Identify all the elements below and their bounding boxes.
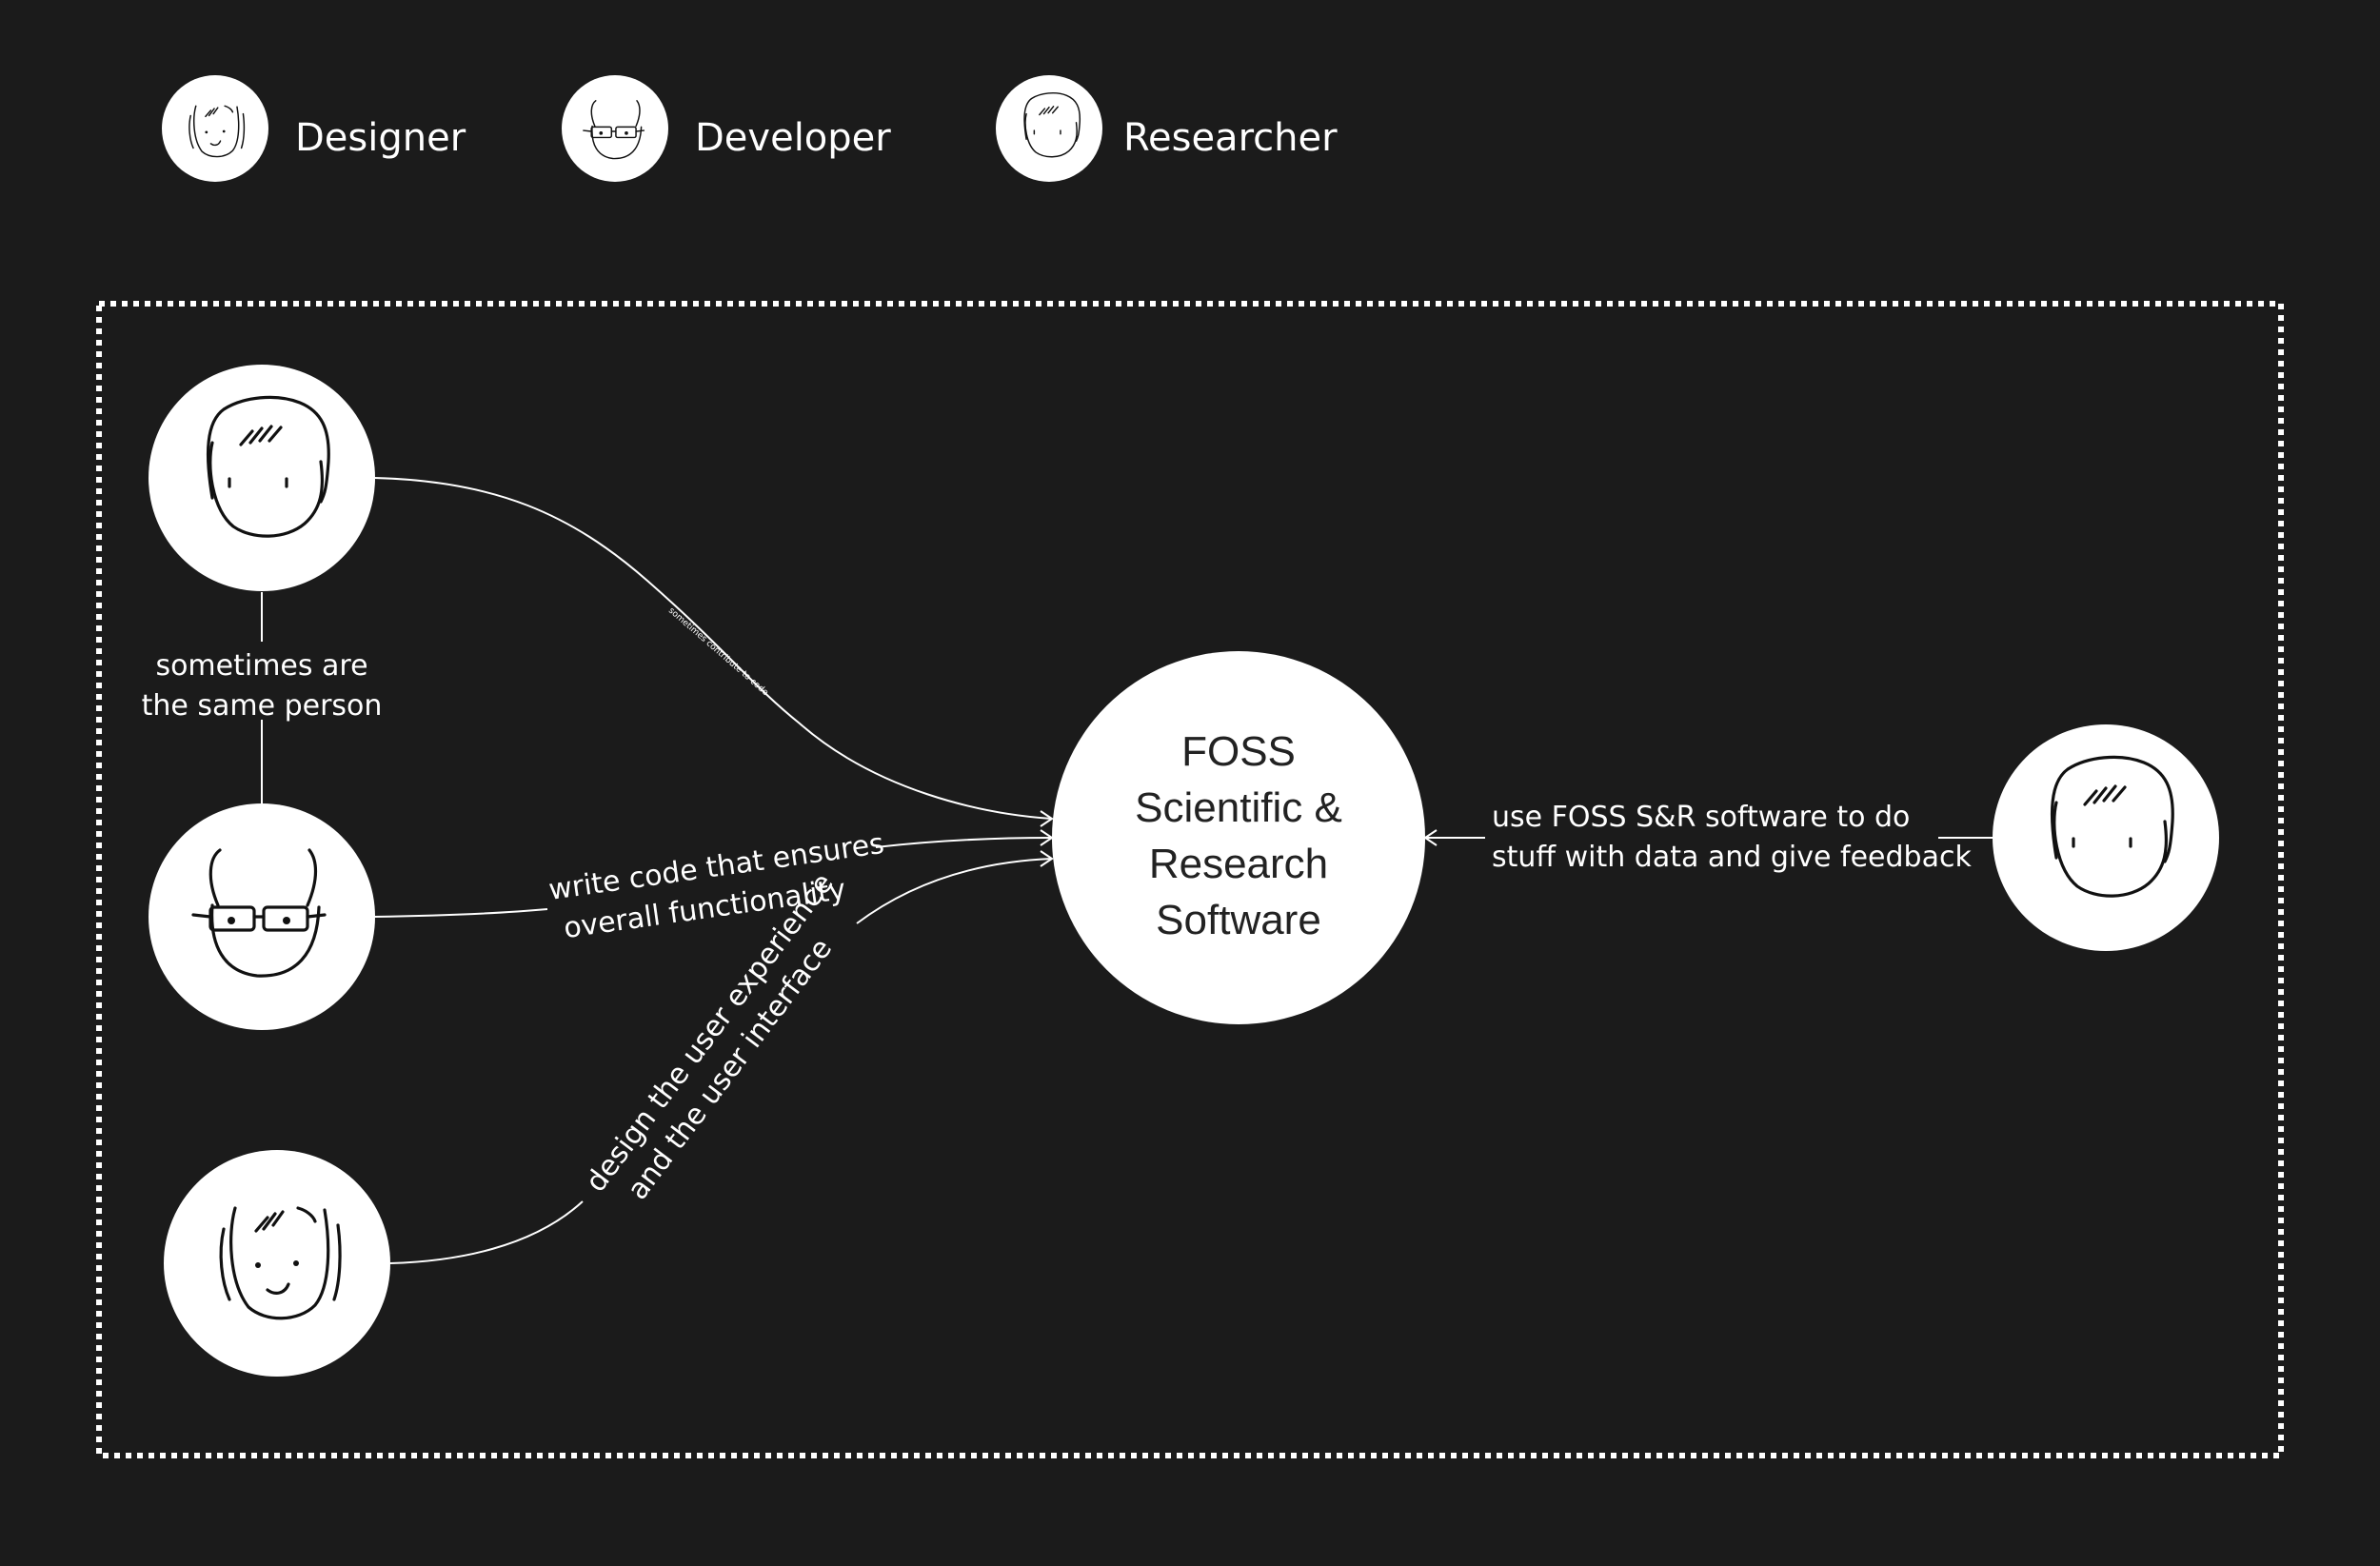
legend-developer: Developer: [562, 75, 891, 182]
developer-connector-left: [373, 908, 548, 918]
contribute-label: sometimes contribute to code: [666, 606, 770, 699]
same-person-line-1: sometimes are: [155, 649, 367, 683]
arrowhead-designer: [1040, 850, 1054, 867]
legend-designer-label: Designer: [295, 116, 466, 160]
developer-edge-label: write code that ensures overall function…: [546, 827, 886, 945]
designer-avatar: [164, 1150, 390, 1377]
designer-icon: [162, 75, 268, 182]
contribute-connector: [373, 477, 1053, 820]
designer-connector-left: [389, 1200, 584, 1264]
user-avatar: [1993, 724, 2219, 951]
designer-actor: [164, 1150, 390, 1377]
legend-developer-label: Developer: [695, 116, 891, 160]
center-line-4: Software: [1156, 897, 1321, 943]
same-person-label: sometimes are the same person: [142, 649, 383, 723]
developer-connector-right: [875, 837, 1053, 848]
user-edge-line-2: stuff with data and give feedback: [1492, 841, 1972, 874]
researcher-icon: [996, 75, 1102, 182]
legend-researcher-label: Researcher: [1123, 116, 1338, 160]
foss-software-circle: [1052, 651, 1425, 1024]
legend-researcher: Researcher: [996, 75, 1338, 182]
legend-designer: Designer: [162, 75, 466, 182]
user-actor: [1993, 724, 2219, 951]
arrowhead-contribute: [1040, 810, 1054, 827]
center-line-2: Scientific &: [1135, 784, 1342, 831]
center-line-3: Research: [1149, 841, 1328, 887]
system-boundary: [96, 301, 2284, 1458]
user-edge-line-1: use FOSS S&R software to do: [1492, 801, 1910, 834]
foss-software-node: FOSS Scientific & Research Software: [1052, 651, 1425, 1024]
designer-connector-right: [856, 858, 1053, 924]
researcher-actor: [149, 365, 375, 591]
developer-icon: [562, 75, 668, 182]
designer-edge-line-2: and the user interface: [621, 932, 839, 1205]
same-person-line-2: the same person: [142, 689, 383, 723]
user-edge-label: use FOSS S&R software to do stuff with d…: [1492, 801, 1972, 874]
center-line-1: FOSS: [1181, 728, 1296, 775]
researcher-avatar: [149, 365, 375, 591]
developer-actor: [149, 803, 375, 1030]
legend: Designer Developer Researcher: [162, 75, 1338, 182]
